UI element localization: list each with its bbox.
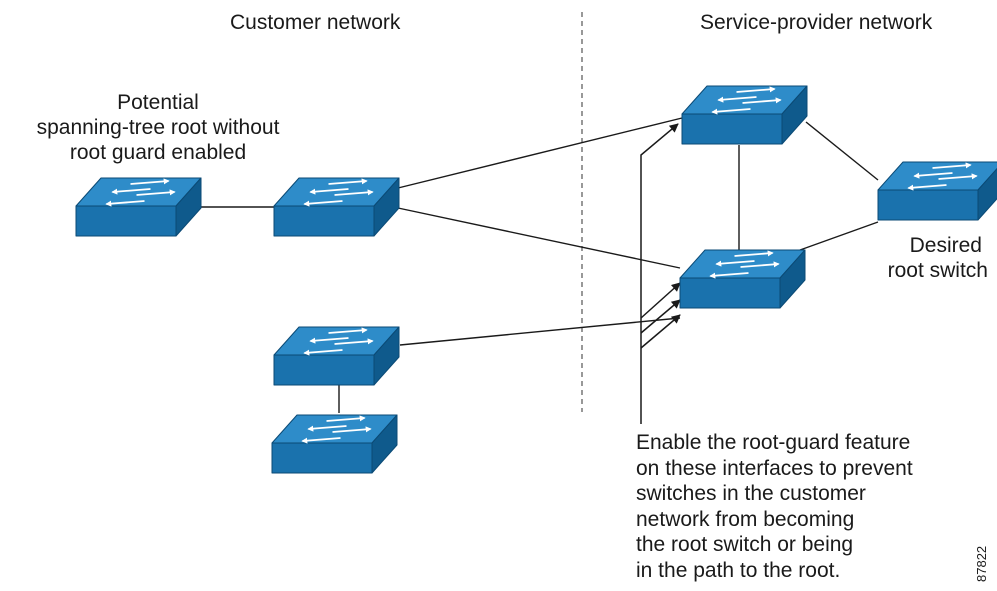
link-customer-edge-to-provider-bottom [397, 207, 681, 269]
desired-root-label: Desired root switch [878, 233, 988, 283]
switch-icon [877, 161, 997, 221]
root-guard-callout-text: Enable the root-guard feature on these i… [636, 430, 913, 583]
callout-line: in the path to the root. [636, 558, 841, 582]
switch-icon [679, 249, 806, 309]
switch-icon [681, 85, 808, 145]
customer-network-label: Customer network [230, 11, 401, 34]
figure-id: 87822 [974, 545, 989, 582]
potential-root-label-line: root guard enabled [69, 141, 247, 164]
switch-icon [273, 177, 400, 237]
callout-line: switches in the customer [636, 482, 866, 505]
service-provider-network-label: Service-provider network [700, 11, 933, 34]
callout-line: network from becoming [636, 507, 855, 531]
callout-line: Enable the root-guard feature [636, 431, 911, 454]
link-provider-bottom-to-provider-desired-root [799, 221, 879, 251]
potential-root-label: Potential spanning-tree root without roo… [12, 90, 304, 165]
callout-arrow-to-provider-bottom-2 [640, 299, 681, 334]
link-provider-top-to-provider-desired-root [805, 121, 879, 181]
desired-root-label-line: root switch [887, 259, 988, 282]
callout-arrow-to-provider-bottom-3 [640, 314, 681, 349]
potential-root-label-line: spanning-tree root without [36, 116, 280, 139]
potential-root-label-line: Potential [117, 91, 199, 114]
link-customer-lower-a-to-provider-bottom [399, 317, 681, 346]
desired-root-label-line: Desired [909, 234, 982, 257]
switch-icon [75, 177, 202, 237]
callout-arrow-to-provider-top [640, 123, 679, 424]
link-customer-edge-to-provider-top [397, 117, 683, 189]
callout-arrow-to-provider-bottom-1 [640, 282, 681, 319]
callout-line: on these interfaces to prevent [636, 456, 913, 480]
callout-arrows [640, 123, 681, 424]
switch-icon [271, 414, 398, 474]
switches-layer [75, 85, 997, 474]
switch-icon [273, 326, 400, 386]
callout-line: the root switch or being [636, 533, 854, 556]
